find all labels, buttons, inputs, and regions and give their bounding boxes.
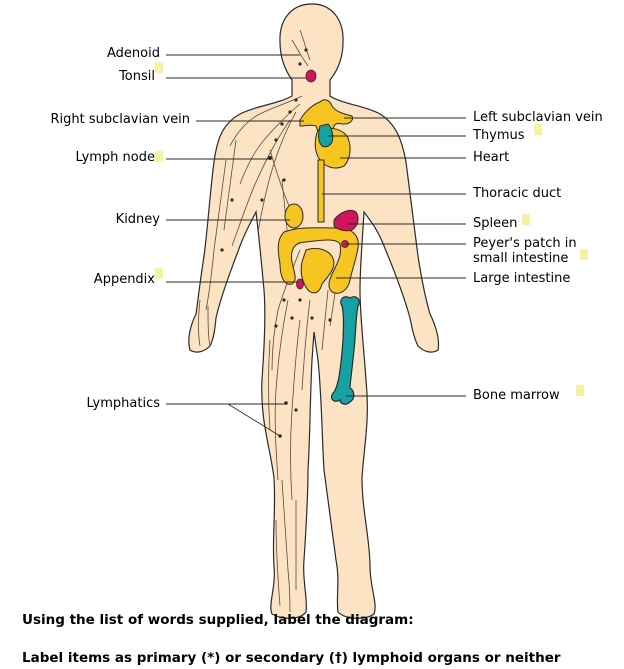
spleen-shape [333,209,359,232]
label-lymph-node: Lymph node [75,150,155,165]
label-peyers-patch-line2: small intestine [473,251,569,266]
label-spleen: Spleen [473,216,518,231]
large-intestine-shape [277,227,359,294]
thoracic-duct-shape [317,159,325,223]
label-large-intestine: Large intestine [473,271,571,286]
answer-box-tonsil[interactable] [155,62,163,73]
leader-lines [166,54,466,437]
instruction-line-1: Using the list of words supplied, label … [22,612,414,628]
label-kidney: Kidney [115,212,160,227]
tonsil-shape [305,69,317,83]
label-right-subclavian-vein: Right subclavian vein [50,112,190,127]
label-adenoid: Adenoid [107,46,160,61]
label-heart: Heart [473,150,510,165]
label-tonsil: Tonsil [119,69,155,84]
answer-box-appendix[interactable] [155,268,163,279]
label-appendix: Appendix [93,272,155,287]
instruction-line-2: Label items as primary (*) or secondary … [22,650,561,666]
body-silhouette [188,3,440,619]
appendix-shape [296,278,304,290]
label-peyers-patch-line1: Peyer's patch in [473,236,577,251]
answer-box-bone-marrow[interactable] [576,385,584,396]
answer-box-lymph-node[interactable] [155,151,163,162]
label-bone-marrow: Bone marrow [473,388,560,403]
answer-box-thymus[interactable] [534,124,542,135]
label-thoracic-duct: Thoracic duct [473,186,562,201]
answer-box-spleen[interactable] [522,214,530,225]
bone-marrow-shape [330,296,360,405]
label-thymus: Thymus [473,128,525,143]
small-intestine-shape [300,248,335,294]
label-lymphatics: Lymphatics [86,396,161,411]
answer-box-peyers-patch[interactable] [580,249,588,260]
kidney-shape [284,203,304,229]
subclavian-vessels [299,99,353,133]
thymus-shape [318,123,334,148]
label-left-subclavian-vein: Left subclavian vein [473,110,603,125]
